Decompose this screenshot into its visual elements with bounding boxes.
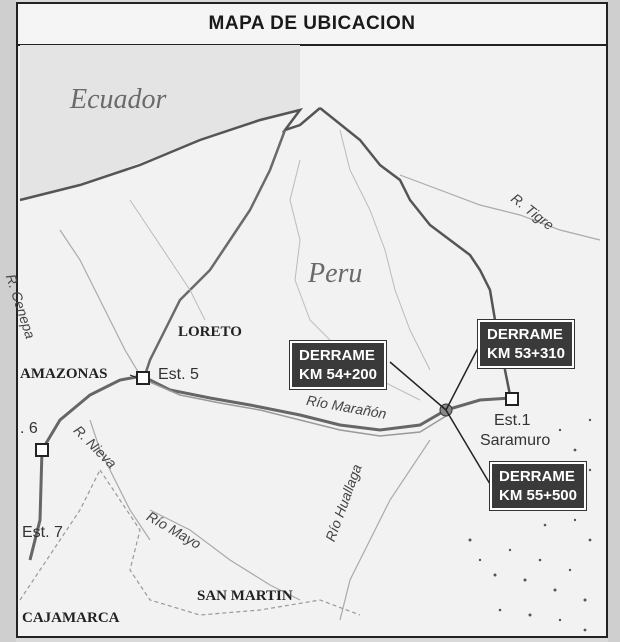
tigre-river: [399, 174, 601, 241]
callout-km54-line2: KM 54+200: [299, 366, 377, 383]
callout-km55-line1: DERRAME: [499, 468, 575, 485]
callout-km55: DERRAME KM 55+500: [490, 462, 586, 510]
station-6-label: . 6: [20, 420, 38, 437]
peru-label: Peru: [308, 258, 363, 289]
san-martin-label: SAN MARTIN: [197, 588, 293, 604]
station-1-marker: [505, 392, 519, 406]
station-1-label: Est.1: [494, 412, 531, 429]
callout-km53: DERRAME KM 53+310: [478, 320, 574, 368]
callout-km54: DERRAME KM 54+200: [290, 341, 386, 389]
station-5-label: Est. 5: [158, 366, 199, 383]
wetland-dots: [468, 418, 592, 632]
huallaga-river: [339, 439, 431, 621]
maranon-river: [144, 379, 447, 437]
international-border: [19, 107, 321, 202]
nieva-river: [89, 419, 151, 541]
cajamarca-label: CAJAMARCA: [22, 610, 120, 626]
callout-km54-line1: DERRAME: [299, 347, 375, 364]
leader-km54: [389, 361, 447, 411]
callout-km53-line2: KM 53+310: [487, 345, 565, 362]
pipeline-route: [28, 374, 511, 561]
ecuador-label: Ecuador: [70, 84, 167, 115]
west-river: [129, 199, 206, 321]
station-7-label: Est. 7: [22, 524, 63, 541]
station-5-marker: [136, 371, 150, 385]
map-title: MAPA DE UBICACION: [18, 4, 606, 46]
ecuador-area: [20, 45, 300, 200]
dept-boundary-west: [19, 469, 101, 601]
dept-boundary: [143, 129, 287, 376]
station-6-marker: [35, 443, 49, 457]
cenepa-river: [59, 229, 141, 376]
dept-boundary-south: [99, 469, 361, 616]
callout-km53-line1: DERRAME: [487, 326, 563, 343]
amazonas-label: AMAZONAS: [20, 366, 108, 382]
upper-river-2: [339, 129, 431, 371]
callout-km55-line2: KM 55+500: [499, 487, 577, 504]
mayo-river: [149, 509, 301, 601]
saramuro-label: Saramuro: [480, 432, 551, 449]
leader-km53: [445, 347, 479, 411]
loreto-label: LORETO: [178, 324, 242, 340]
leader-km55: [445, 409, 491, 485]
